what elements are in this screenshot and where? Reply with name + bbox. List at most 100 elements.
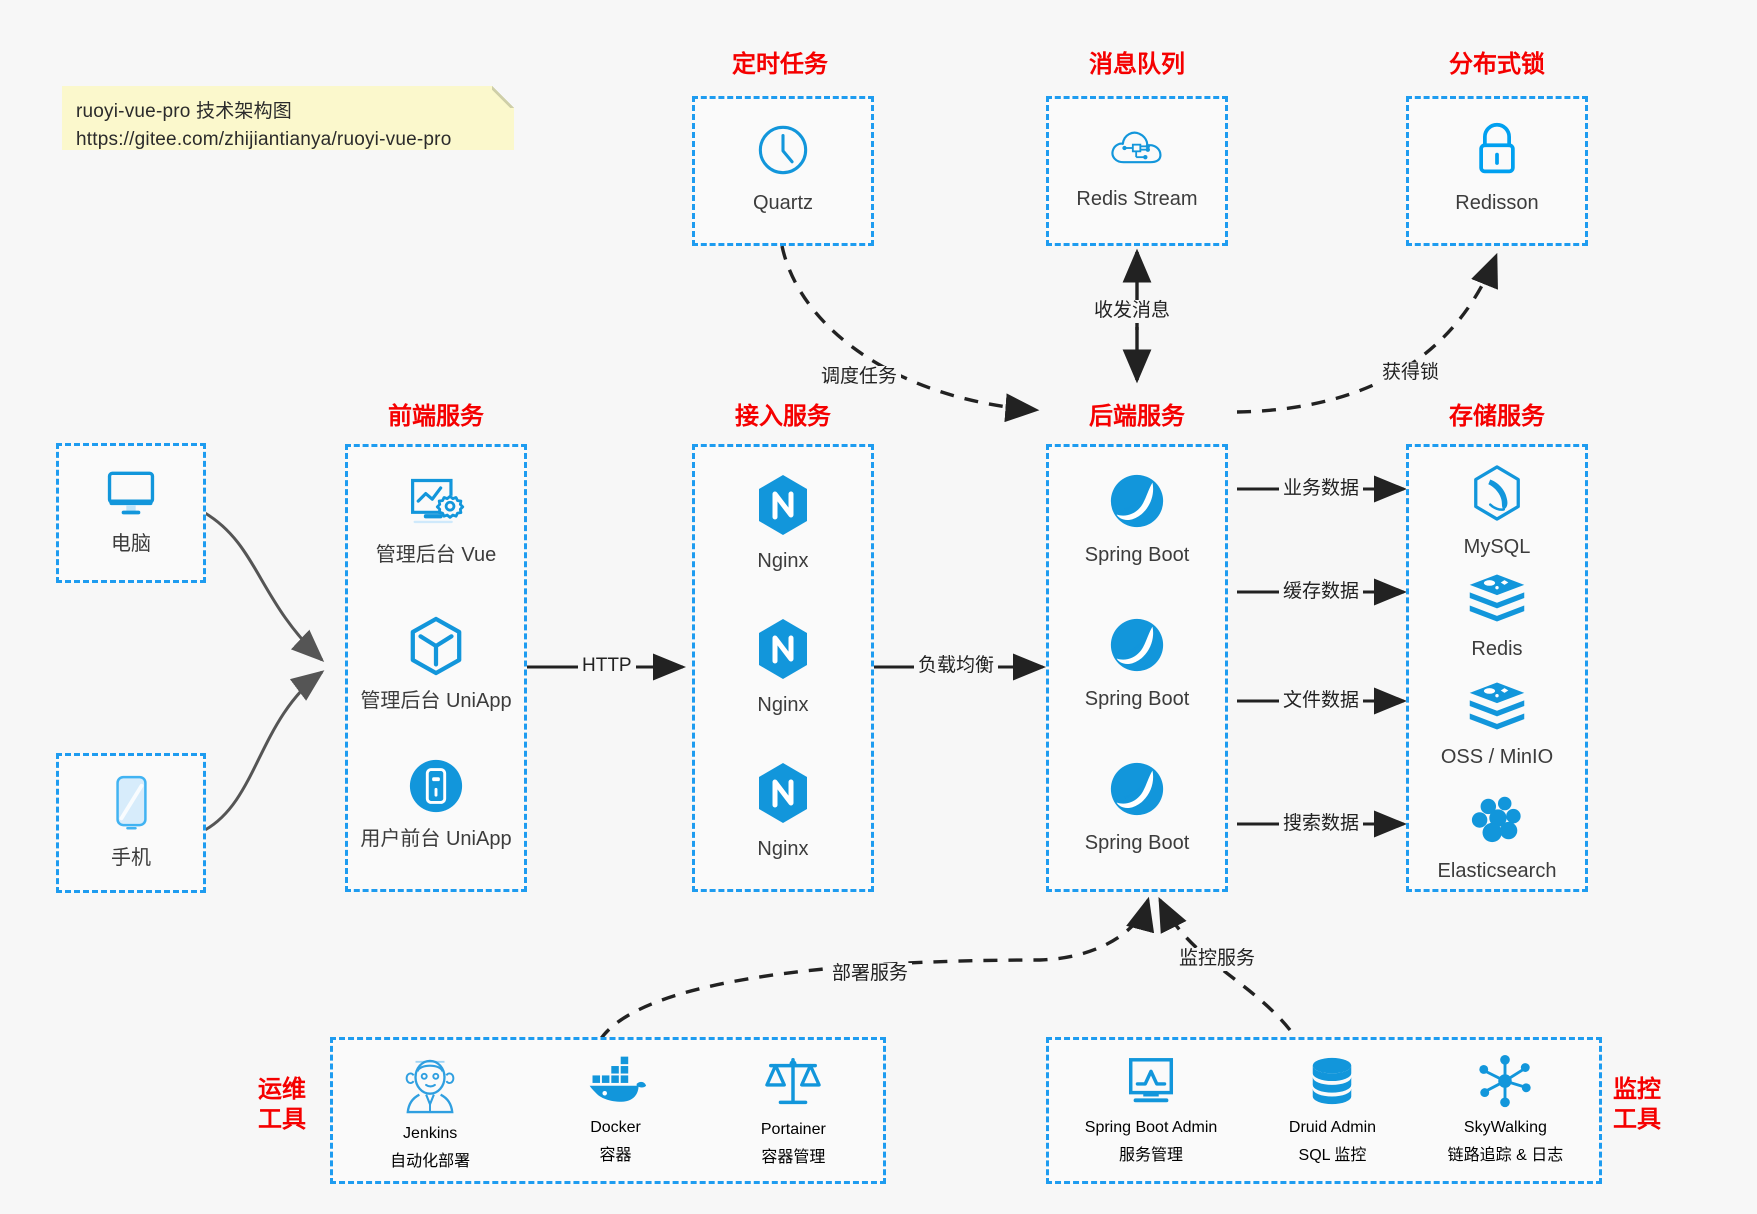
mysql-dolphin-icon [1469, 463, 1525, 528]
node-admin-uniapp[interactable]: 管理后台 UniApp [348, 615, 524, 714]
node-elasticsearch[interactable]: Elasticsearch [1409, 791, 1585, 884]
node-druid-admin[interactable]: Druid Admin SQL 监控 [1289, 1054, 1376, 1165]
edge-label-monitor-service: 监控服务 [1175, 948, 1260, 971]
node-label: Redis [1471, 638, 1523, 660]
node-label: Spring Boot [1084, 688, 1190, 710]
node-label: Elasticsearch [1437, 860, 1557, 882]
group-box-devops: Jenkins 自动化部署 [330, 1037, 886, 1184]
database-cylinder-icon [1306, 1054, 1358, 1115]
group-box-storage: MySQL Redis [1406, 444, 1588, 892]
node-label: Nginx [757, 550, 809, 572]
note-url-line: https://gitee.com/zhijiantianya/ruoyi-vu… [76, 128, 452, 150]
cloud-network-icon [1107, 121, 1167, 180]
edge-label-schedule-task: 调度任务 [817, 366, 902, 389]
edge-label-search-data: 搜索数据 [1279, 813, 1364, 836]
monitor-chart-icon [1122, 1054, 1180, 1115]
docker-whale-icon [585, 1054, 647, 1115]
node-redis-stream[interactable]: Redis Stream [1049, 121, 1225, 212]
node-mysql[interactable]: MySQL [1409, 463, 1585, 560]
node-label: Jenkins [403, 1125, 458, 1142]
node-label: Portainer [760, 1121, 826, 1138]
node-label: SkyWalking [1463, 1119, 1547, 1136]
nginx-icon [754, 761, 812, 830]
node-springboot-3[interactable]: Spring Boot [1049, 759, 1225, 856]
node-label: Spring Boot [1084, 832, 1190, 854]
node-label: Nginx [757, 694, 809, 716]
node-label: 手机 [111, 847, 151, 869]
node-skywalking[interactable]: SkyWalking 链路追踪 & 日志 [1448, 1054, 1563, 1165]
elasticsearch-icon [1469, 791, 1525, 852]
group-title-monitor: 监控 工具 [1613, 1075, 1661, 1135]
node-label: 管理后台 UniApp [360, 690, 512, 712]
group-box-backend: Spring Boot Spring Boot Spring Boot [1046, 444, 1228, 892]
desktop-monitor-icon [101, 464, 161, 525]
node-label: OSS / MinIO [1440, 746, 1554, 768]
smartphone-icon [107, 772, 155, 839]
group-title-frontend: 前端服务 [388, 403, 484, 430]
devops-title-line1: 运维 [258, 1076, 306, 1103]
node-sublabel: SQL 监控 [1298, 1147, 1367, 1164]
group-title-gateway: 接入服务 [735, 403, 831, 430]
node-spring-boot-admin[interactable]: Spring Boot Admin 服务管理 [1084, 1054, 1218, 1165]
node-quartz[interactable]: Quartz [695, 121, 871, 216]
group-title-devops: 运维 工具 [258, 1075, 306, 1135]
node-sublabel: 自动化部署 [390, 1153, 471, 1170]
group-box-monitor: Spring Boot Admin 服务管理 Druid Admin [1046, 1037, 1602, 1184]
edge-label-send-receive-message: 收发消息 [1090, 300, 1175, 323]
edge-label-file-data: 文件数据 [1279, 690, 1364, 713]
edge-label-cache-data: 缓存数据 [1279, 581, 1364, 604]
node-label: Redisson [1455, 192, 1539, 214]
node-redisson[interactable]: Redisson [1409, 119, 1585, 216]
edge-label-acquire-lock: 获得锁 [1378, 362, 1444, 385]
spring-leaf-icon [1107, 615, 1167, 680]
edge-label-deploy-service: 部署服务 [828, 963, 913, 986]
node-nginx-1[interactable]: Nginx [695, 473, 871, 574]
group-title-mq: 消息队列 [1089, 51, 1185, 78]
scales-balance-icon [763, 1054, 823, 1117]
clock-icon [754, 121, 812, 184]
group-box-gateway: Nginx Nginx Nginx [692, 444, 874, 892]
node-jenkins[interactable]: Jenkins 自动化部署 [390, 1054, 470, 1171]
group-box-lock: Redisson [1406, 96, 1588, 246]
node-label: Nginx [757, 838, 809, 860]
node-sublabel: 服务管理 [1119, 1147, 1184, 1164]
node-desktop[interactable]: 电脑 [59, 464, 203, 557]
spring-leaf-icon [1107, 471, 1167, 536]
node-label: Spring Boot [1084, 544, 1190, 566]
node-label: Docker [590, 1119, 641, 1136]
node-label: 管理后台 Vue [375, 544, 497, 566]
node-label: 电脑 [111, 533, 151, 555]
note-fold-corner [492, 86, 514, 108]
node-nginx-2[interactable]: Nginx [695, 617, 871, 718]
node-docker[interactable]: Docker 容器 [585, 1054, 647, 1171]
group-title-lock: 分布式锁 [1449, 51, 1545, 78]
node-nginx-3[interactable]: Nginx [695, 761, 871, 862]
node-redis[interactable]: Redis [1409, 571, 1585, 662]
node-portainer[interactable]: Portainer 容器管理 [761, 1054, 826, 1171]
group-title-scheduler: 定时任务 [732, 51, 828, 78]
group-box-mq: Redis Stream [1046, 96, 1228, 246]
node-label: 用户前台 UniApp [360, 828, 512, 850]
edge-label-http: HTTP [578, 655, 636, 678]
hexagon-cube-icon [407, 615, 465, 682]
node-label: Spring Boot Admin [1084, 1119, 1218, 1136]
node-oss-minio[interactable]: OSS / MinIO [1409, 679, 1585, 770]
node-springboot-2[interactable]: Spring Boot [1049, 615, 1225, 712]
node-user-uniapp[interactable]: 用户前台 UniApp [348, 757, 524, 852]
mobile-app-icon [407, 757, 465, 820]
group-title-storage: 存储服务 [1449, 403, 1545, 430]
group-box-client-mobile: 手机 [56, 753, 206, 893]
diagram-note: ruoyi-vue-pro 技术架构图 https://gitee.com/zh… [62, 86, 514, 150]
node-admin-vue[interactable]: 管理后台 Vue [348, 473, 524, 568]
note-title-line: ruoyi-vue-pro 技术架构图 [76, 101, 293, 122]
group-box-frontend: 管理后台 Vue 管理后台 UniApp [345, 444, 527, 892]
node-springboot-1[interactable]: Spring Boot [1049, 471, 1225, 568]
monitor-title-line1: 监控 [1613, 1076, 1661, 1103]
group-box-client-desktop: 电脑 [56, 443, 206, 583]
jenkins-butler-icon [402, 1054, 458, 1121]
node-label: Redis Stream [1076, 188, 1198, 210]
node-label: MySQL [1463, 536, 1531, 558]
node-mobile[interactable]: 手机 [59, 772, 203, 871]
node-sublabel: 容器 [599, 1147, 632, 1164]
